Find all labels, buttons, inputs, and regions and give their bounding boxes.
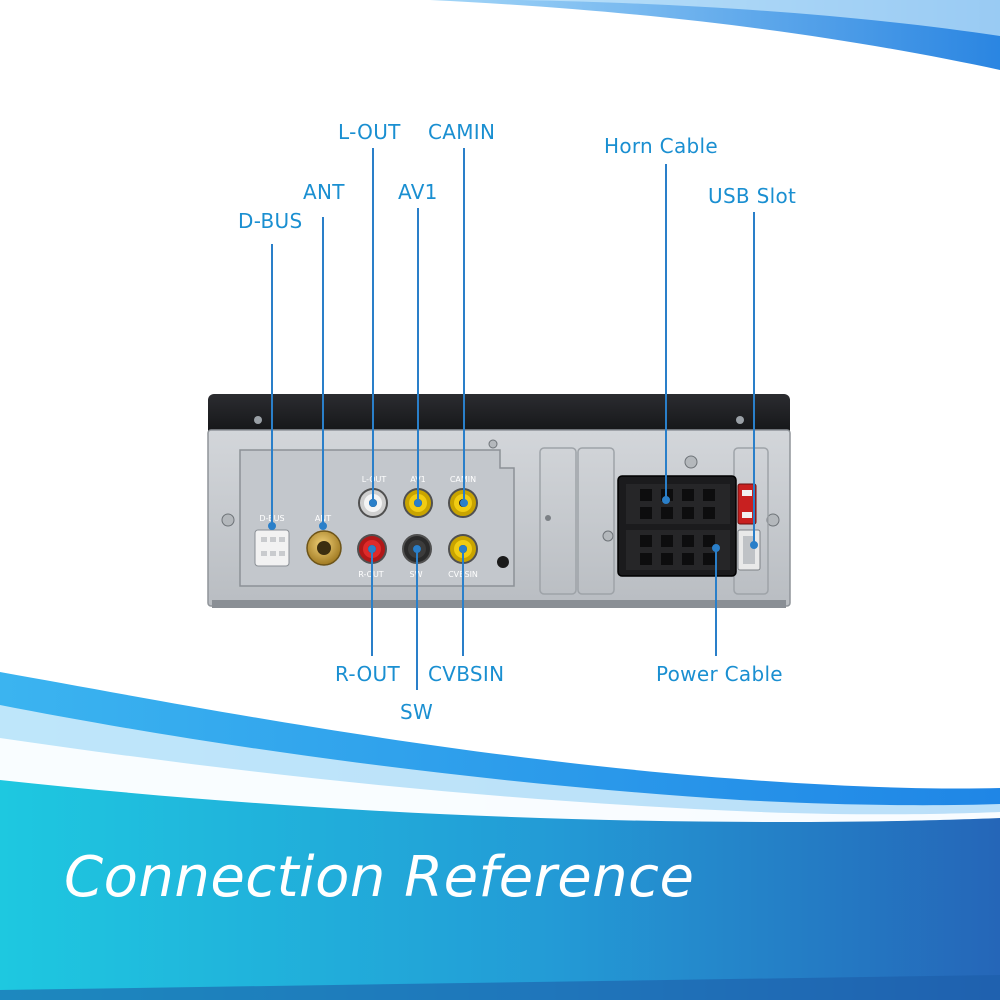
car-stereo-rear-panel: D-BUS ANT L-OUT AV1 CAMIN R-OUT SW CVBSI… — [207, 394, 791, 608]
top-swoosh — [430, 0, 1000, 70]
mic-jack — [497, 556, 509, 568]
label-usb-slot: USB Slot — [708, 184, 797, 208]
label-ant: ANT — [303, 180, 345, 204]
label-camin: CAMIN — [428, 120, 496, 144]
label-av1: AV1 — [398, 180, 438, 204]
panel-label-lout: L-OUT — [362, 475, 387, 484]
label-l-out: L-OUT — [338, 120, 401, 144]
fuse — [737, 483, 757, 525]
iso-harness-connector — [617, 475, 737, 577]
antenna-port — [306, 530, 342, 566]
label-r-out: R-OUT — [335, 662, 400, 686]
front-face — [208, 394, 790, 440]
bottom-waves — [0, 672, 1000, 1000]
label-d-bus: D-BUS — [238, 209, 303, 233]
page-title: Connection Reference — [64, 845, 695, 910]
label-power-cable: Power Cable — [656, 662, 783, 686]
label-cvbsin: CVBSIN — [428, 662, 505, 686]
label-horn-cable: Horn Cable — [604, 134, 718, 158]
dbus-port — [254, 529, 290, 567]
label-sw: SW — [400, 700, 434, 724]
leader-lines — [268, 148, 758, 690]
usb-port — [737, 529, 761, 571]
